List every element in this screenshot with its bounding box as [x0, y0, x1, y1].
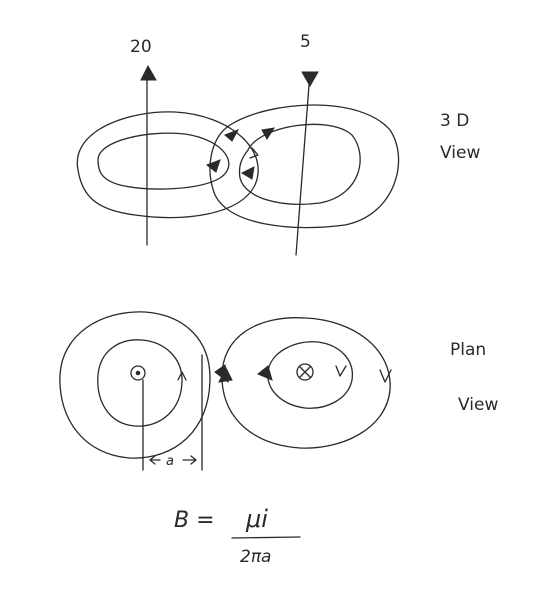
right-inner-field-loop — [238, 123, 361, 205]
field-arrow-icon — [205, 159, 221, 173]
field-arrow-icon — [335, 365, 347, 377]
wire-out-of-page-dot-icon — [135, 370, 141, 376]
left-inner-field-loop — [97, 132, 230, 190]
plan-view — [59, 311, 392, 471]
field-arrow-icon — [249, 147, 259, 159]
field-arrow-icon — [261, 127, 276, 140]
field-arrow-icon — [257, 365, 273, 381]
plan-view-label-line1: Plan — [450, 340, 486, 360]
plan-view-label-line2: View — [458, 395, 498, 415]
field-arrow-icon — [177, 371, 187, 381]
field-arrow-icon — [224, 129, 240, 142]
left-wire-up-arrow-icon — [140, 64, 157, 81]
formula-numerator: μi — [245, 505, 268, 533]
wire-into-page-cross-icon — [299, 366, 311, 378]
field-arrow-icon — [218, 366, 233, 383]
formula: B = μi 2πa — [174, 505, 301, 567]
right-outer-field-circle — [221, 317, 391, 449]
formula-fraction-bar — [231, 536, 301, 539]
distance-arrow-left-icon — [149, 455, 161, 465]
right-current-label: 5 — [300, 32, 311, 52]
wire-into-page-icon — [296, 363, 314, 381]
wire-out-of-page-icon — [130, 365, 146, 381]
formula-denominator: 2πa — [240, 547, 271, 567]
distance-arrow-right-icon — [182, 455, 197, 465]
right-outer-field-loop — [209, 104, 400, 229]
field-arrow-icon — [379, 369, 392, 383]
view-3d-label-line1: 3 D — [440, 111, 469, 131]
right-wire-down-arrow-icon — [301, 71, 319, 88]
left-inner-field-circle — [97, 339, 183, 427]
left-outer-field-loop — [76, 111, 259, 219]
field-arrow-icon — [240, 166, 255, 180]
distance-label: a — [166, 454, 174, 469]
left-outer-field-circle — [59, 311, 211, 459]
right-inner-field-circle — [267, 341, 353, 409]
view-3d-label-line2: View — [440, 143, 480, 163]
formula-lhs: B = — [174, 508, 215, 533]
three-d-view — [76, 64, 400, 256]
left-current-label: 20 — [130, 37, 152, 57]
right-wire — [295, 71, 311, 256]
